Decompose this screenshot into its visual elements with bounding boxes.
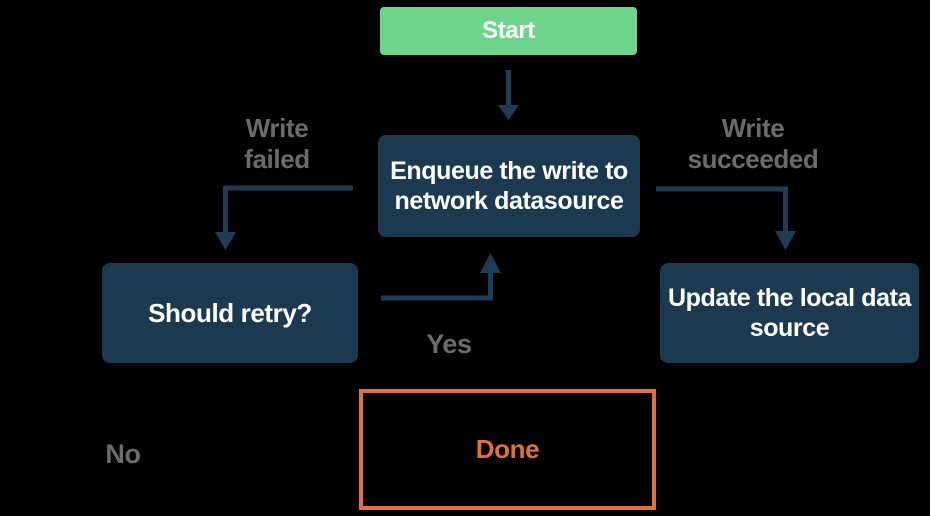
yes-label: Yes xyxy=(426,329,472,359)
arrow-enqueue-to-update-local xyxy=(656,186,796,250)
arrow-shaft xyxy=(656,186,788,232)
write-succeeded-label: Write succeeded xyxy=(687,113,819,174)
done-node: Done xyxy=(359,389,656,510)
arrowhead-down-icon xyxy=(498,105,519,120)
done-node-label: Done xyxy=(475,434,540,464)
arrow-shaft xyxy=(381,272,493,301)
arrow-enqueue-to-should-retry xyxy=(215,185,353,250)
arrow-shaft xyxy=(223,185,353,233)
arrow-start-to-enqueue xyxy=(498,70,519,120)
arrowhead-down-icon xyxy=(215,232,236,250)
update-local-node: Update the local data source xyxy=(660,263,919,363)
write-failed-label: Write failed xyxy=(244,113,310,174)
update-local-node-label: Update the local data source xyxy=(667,284,912,342)
should-retry-node: Should retry? xyxy=(102,263,358,363)
enqueue-write-node-label: Enqueue the write to network datasource xyxy=(390,157,628,215)
no-label: No xyxy=(105,439,141,469)
arrow-should-retry-to-enqueue xyxy=(381,253,501,301)
arrowhead-down-icon xyxy=(775,231,796,250)
should-retry-node-label: Should retry? xyxy=(148,297,312,328)
start-node-label: Start xyxy=(482,17,535,44)
enqueue-write-node: Enqueue the write to network datasource xyxy=(378,135,640,237)
start-node: Start xyxy=(380,7,637,55)
arrowhead-up-icon xyxy=(480,253,501,273)
